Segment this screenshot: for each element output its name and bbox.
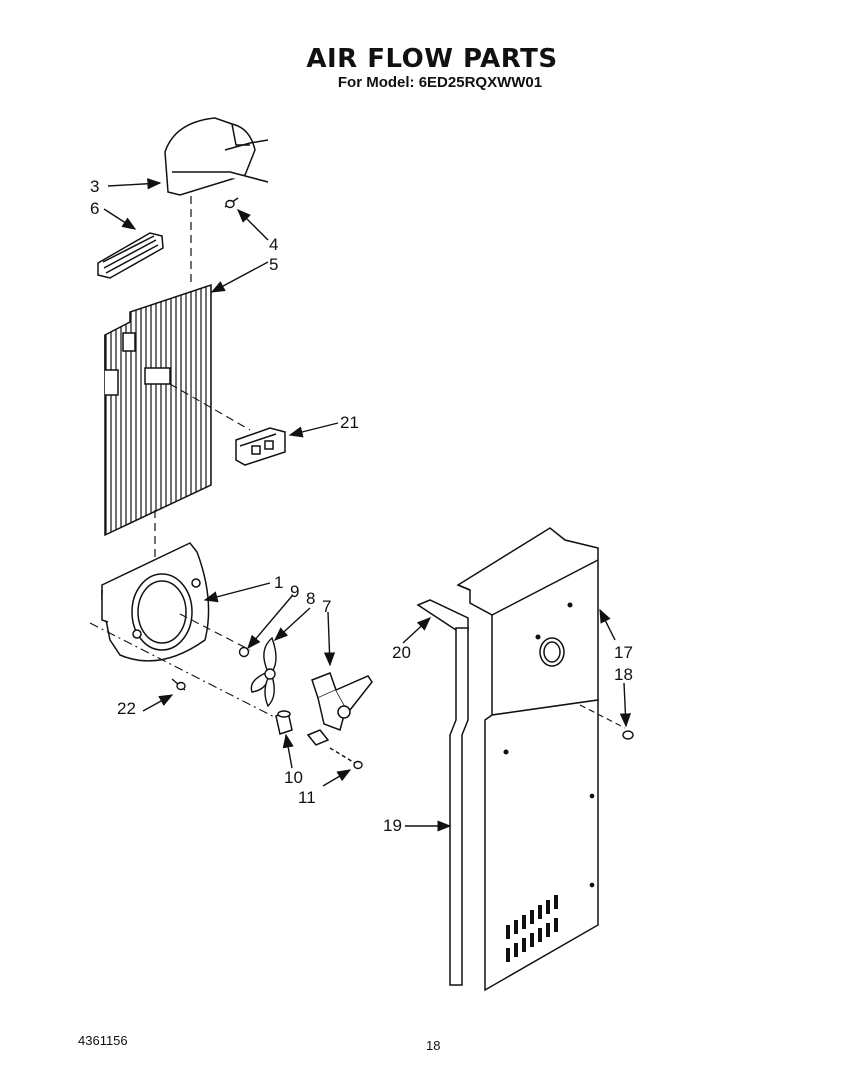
screw-22 <box>171 678 186 691</box>
fan-blade <box>250 636 277 708</box>
callout-11: 11 <box>298 788 316 807</box>
bracket-21 <box>235 427 286 466</box>
fan-motor <box>306 672 373 746</box>
callout-9: 9 <box>290 582 299 601</box>
callout-20: 20 <box>392 643 411 662</box>
grille-strip <box>97 232 164 279</box>
callout-17: 17 <box>614 643 633 662</box>
callout-18: 18 <box>614 665 633 684</box>
callout-10: 10 <box>284 768 303 787</box>
page-title: AIR FLOW PARTS <box>306 44 558 74</box>
evaporator-cover <box>104 283 212 537</box>
callout-21: 21 <box>340 413 359 432</box>
screw-18 <box>622 730 634 740</box>
callout-19: 19 <box>383 816 402 835</box>
callout-4: 4 <box>269 235 278 254</box>
screw-11 <box>329 747 363 770</box>
callout-7: 7 <box>322 597 331 616</box>
callout-5: 5 <box>269 255 278 274</box>
document-code: 4361156 <box>78 1033 128 1048</box>
rear-panel-17 <box>456 527 599 992</box>
air-channel-19 <box>449 627 469 986</box>
trim-strip-20 <box>416 599 469 631</box>
page-number: 18 <box>426 1038 441 1053</box>
callout-22: 22 <box>117 699 136 718</box>
callout-8: 8 <box>306 589 315 608</box>
callout-3: 3 <box>90 177 99 196</box>
callout-labels: 3 6 4 5 21 1 9 8 7 20 17 18 22 10 11 19 <box>90 177 633 835</box>
fan-shroud <box>101 542 210 662</box>
grommet-10 <box>275 710 293 735</box>
air-duct-housing <box>164 117 269 196</box>
callout-arrows <box>103 178 632 832</box>
nut-9 <box>238 646 250 658</box>
model-subtitle: For Model: 6ED25RQXWW01 <box>337 74 543 91</box>
screw-4 <box>224 197 239 209</box>
callout-1: 1 <box>274 573 283 592</box>
callout-6: 6 <box>90 199 99 218</box>
